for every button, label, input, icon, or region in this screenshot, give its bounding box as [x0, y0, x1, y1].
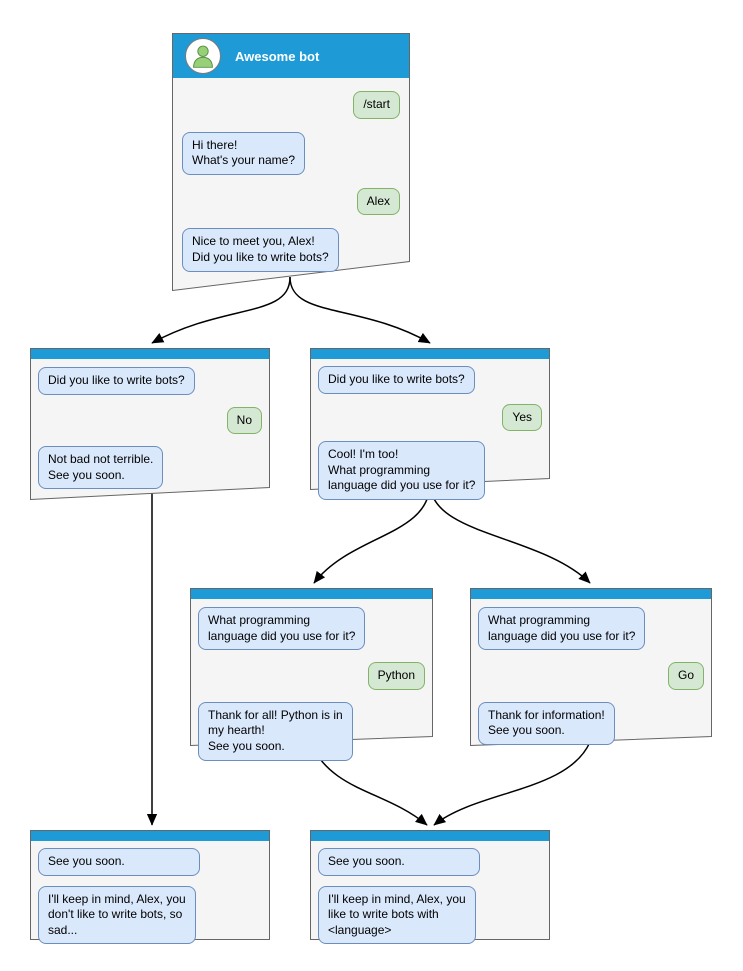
chat-window-end-yes: See you soon. I'll keep in mind, Alex, y… [310, 830, 550, 945]
chat-body: Did you like to write bots? No Not bad n… [30, 359, 270, 497]
window-titlebar [191, 589, 432, 599]
bot-message: Cool! I'm too! What programming language… [318, 441, 486, 500]
chat-body: See you soon. I'll keep in mind, Alex, y… [310, 841, 550, 951]
bot-name-title: Awesome bot [235, 48, 320, 64]
window-titlebar [311, 831, 549, 841]
bot-message: Did you like to write bots? [38, 367, 195, 395]
arrow-go-to-end [433, 741, 591, 826]
bot-message: Did you like to write bots? [318, 366, 475, 394]
window-titlebar [311, 349, 549, 359]
bot-message: What programming language did you use fo… [198, 607, 366, 651]
user-message: Yes [502, 403, 542, 432]
chat-window-root: Awesome bot /start Hi there! What's your… [172, 33, 410, 291]
window-titlebar [471, 589, 711, 599]
window-titlebar [31, 831, 269, 841]
user-message: Python [367, 662, 425, 690]
chat-body: What programming language did you use fo… [190, 599, 433, 769]
chat-window-python-branch: What programming language did you use fo… [190, 588, 433, 761]
bot-message: See you soon. [318, 848, 480, 876]
arrow-root-to-no [151, 276, 291, 344]
chat-window-go-branch: What programming language did you use fo… [470, 588, 712, 746]
user-message: Go [667, 662, 704, 690]
bot-message: Thank for information! See you soon. [478, 701, 615, 745]
chat-body: /start Hi there! What's your name? Alex … [172, 78, 410, 285]
window-titlebar [31, 349, 269, 359]
bot-message: Thank for all! Python is in my hearth! S… [198, 701, 353, 761]
bot-message: Nice to meet you, Alex! Did you like to … [182, 228, 339, 272]
chat-body: What programming language did you use fo… [470, 599, 712, 753]
chat-window-end-no: See you soon. I'll keep in mind, Alex, y… [30, 830, 270, 945]
bot-message: What programming language did you use fo… [478, 607, 646, 651]
chat-window-no-branch: Did you like to write bots? No Not bad n… [30, 348, 270, 500]
window-titlebar: Awesome bot [173, 34, 409, 78]
user-message: /start [353, 91, 400, 119]
chat-window-yes-branch: Did you like to write bots? Yes Cool! I'… [310, 348, 550, 500]
bot-message: I'll keep in mind, Alex, you like to wri… [318, 885, 476, 945]
chat-body: Did you like to write bots? Yes Cool! I'… [310, 359, 550, 507]
user-message: Alex [356, 187, 400, 216]
chat-body: See you soon. I'll keep in mind, Alex, y… [30, 841, 270, 951]
bot-message: Hi there! What's your name? [182, 131, 306, 175]
arrow-root-to-yes [289, 276, 431, 344]
bot-avatar-icon [185, 38, 221, 74]
bot-message: See you soon. [38, 848, 200, 876]
bot-message: Not bad not terrible. See you soon. [38, 446, 164, 490]
arrow-yes-to-go [429, 482, 591, 584]
user-message: No [226, 406, 262, 435]
bot-message: I'll keep in mind, Alex, you don't like … [38, 885, 196, 945]
